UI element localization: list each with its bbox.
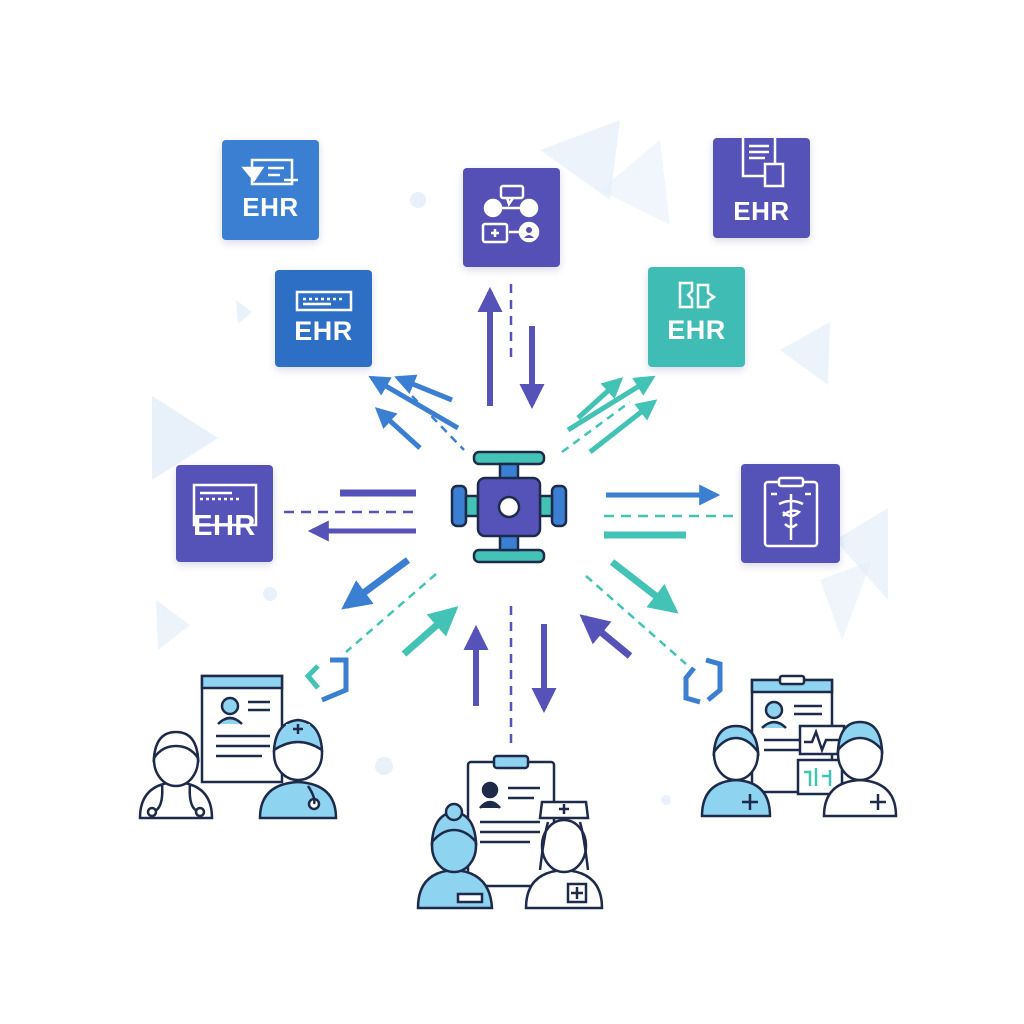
arrow-to-care-team-left xyxy=(346,560,408,606)
care-team-network-icon xyxy=(463,168,560,267)
ehr-node-top-left-lower[interactable]: EHR xyxy=(275,270,372,367)
ehr-node-top-right-lower[interactable]: EHR xyxy=(648,267,745,367)
ehr-label: EHR xyxy=(275,316,372,347)
clinical-record-node[interactable] xyxy=(741,464,840,563)
ehr-label: EHR xyxy=(222,192,319,223)
central-hub-connector-icon xyxy=(448,448,570,566)
medical-caduceus-clipboard-icon xyxy=(741,464,840,563)
doctor-and-nurse-with-record-icon xyxy=(136,672,346,824)
arrow-from-care-team-right xyxy=(584,618,630,656)
care-team-bottom-center[interactable] xyxy=(414,752,606,910)
arrow-to-care-team-right xyxy=(612,562,674,610)
clinicians-with-vitals-chart-icon xyxy=(700,674,902,820)
care-network-node[interactable] xyxy=(463,168,560,267)
ehr-node-left[interactable]: EHR xyxy=(176,465,273,562)
ehr-workflow-icon xyxy=(222,140,319,240)
ehr-label: EHR xyxy=(648,315,745,346)
arrow-to-ehr-top-left-c xyxy=(378,410,420,448)
ehr-node-top-left-upper[interactable]: EHR xyxy=(222,140,319,240)
dashed-link-bottom-right xyxy=(586,576,686,664)
care-team-bottom-left[interactable] xyxy=(136,672,346,824)
ehr-node-top-right-upper[interactable]: EHR xyxy=(713,138,810,238)
care-team-bottom-right[interactable] xyxy=(700,674,902,820)
central-hub xyxy=(448,448,570,566)
ehr-label: EHR xyxy=(176,510,273,543)
arrow-from-care-team-left xyxy=(404,610,454,654)
nurses-with-clipboard-icon xyxy=(414,752,606,910)
ehr-label: EHR xyxy=(713,196,810,227)
